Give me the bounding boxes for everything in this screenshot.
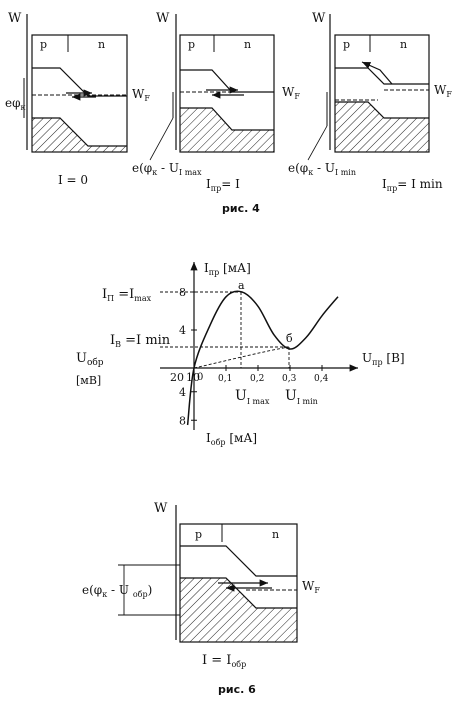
figure-4-caption: рис. 4	[222, 202, 260, 215]
fermi-label: WF	[434, 83, 452, 99]
valence-band-fill	[180, 578, 297, 642]
p-region-label: p	[40, 38, 47, 51]
barrier-label: eφк	[5, 96, 26, 112]
condition-label: I = Iобр	[202, 653, 246, 669]
neg-y-axis-label: Iобр [мА]	[206, 431, 257, 447]
fermi-label: WF	[282, 85, 300, 101]
x-tick-label: 0,1	[218, 374, 232, 384]
p-region-label: p	[343, 38, 350, 51]
n-region-label: n	[272, 528, 279, 541]
y-tick-label: 8	[179, 286, 186, 299]
energy-axis-label: W	[156, 11, 170, 26]
valence-band	[32, 117, 127, 147]
fig4-panel-2: W p n WF e(φк - UI max Iпр= I	[132, 11, 300, 193]
valence-band	[180, 107, 274, 131]
energy-axis-label: W	[312, 11, 326, 26]
conduction-band	[32, 67, 127, 97]
leader-line	[149, 117, 174, 161]
valence-band-fill	[32, 118, 127, 152]
valence-band	[180, 577, 297, 609]
barrier-label: e(φк - U обр)	[82, 583, 152, 599]
fig6-panel: W p n WF e(φк - U обр) I = Iобр	[82, 501, 320, 669]
conduction-band	[335, 67, 429, 85]
valley-voltage-label: UI min	[285, 388, 318, 406]
diffusion-current-curve	[193, 346, 290, 369]
peak-current-label: IП =Imax	[102, 287, 152, 303]
neg-x-tick-label: 20	[170, 371, 184, 384]
point-a-label: a	[238, 279, 245, 292]
neg-x-axis-unit: [мB]	[76, 374, 101, 387]
energy-axis-label: W	[154, 501, 168, 516]
valence-band-fill	[335, 102, 429, 152]
iv-chart: Iпр [мА] Uпр [B] Uобр [мB] Iобр [мА] 0,1…	[76, 261, 405, 447]
tunnel-arrow	[361, 61, 393, 85]
energy-axis-label: W	[8, 11, 22, 26]
neg-y-tick-label: 8	[179, 414, 186, 427]
x-axis-label: Uпр [B]	[362, 351, 405, 367]
fermi-label: WF	[302, 579, 320, 595]
condition-label: Iпр= I	[206, 177, 240, 193]
x-tick-label: 0,3	[282, 374, 297, 384]
origin-label: 0	[197, 372, 203, 383]
p-region-label: p	[188, 38, 195, 51]
point-b-label: б	[286, 332, 293, 345]
barrier-label: e(φк - UI min	[288, 161, 356, 177]
n-region-label: n	[98, 38, 105, 51]
fermi-label: WF	[132, 87, 150, 103]
iv-curve-series	[186, 290, 339, 426]
p-region-label: p	[195, 528, 202, 541]
y-axis-label: Iпр [мА]	[204, 261, 251, 277]
y-tick-label: 4	[179, 324, 186, 337]
n-region-label: n	[400, 38, 407, 51]
fig4-panel-3: W p n WF e(φк - UI min Iпр= I min	[288, 11, 452, 193]
figure-6-caption: рис. 6	[218, 683, 256, 696]
valence-band-fill	[180, 108, 274, 152]
peak-voltage-label: UI max	[235, 388, 270, 406]
x-tick-label: 0,2	[250, 374, 264, 384]
conduction-band	[180, 545, 297, 577]
condition-label: I = 0	[58, 173, 88, 187]
neg-y-tick-label: 4	[179, 386, 186, 399]
x-tick-label: 0,4	[314, 374, 329, 384]
leader-line	[307, 125, 328, 161]
barrier-label: e(φк - UI max	[132, 161, 202, 177]
valence-band	[335, 101, 429, 119]
valley-current-label: IB =I min	[110, 333, 171, 349]
fig4-panel-1: W p n eφк WF I = 0	[5, 11, 150, 187]
conduction-band	[180, 69, 274, 93]
n-region-label: n	[244, 38, 251, 51]
condition-label: Iпр= I min	[382, 177, 443, 193]
neg-x-axis-label: Uобр	[76, 351, 104, 368]
